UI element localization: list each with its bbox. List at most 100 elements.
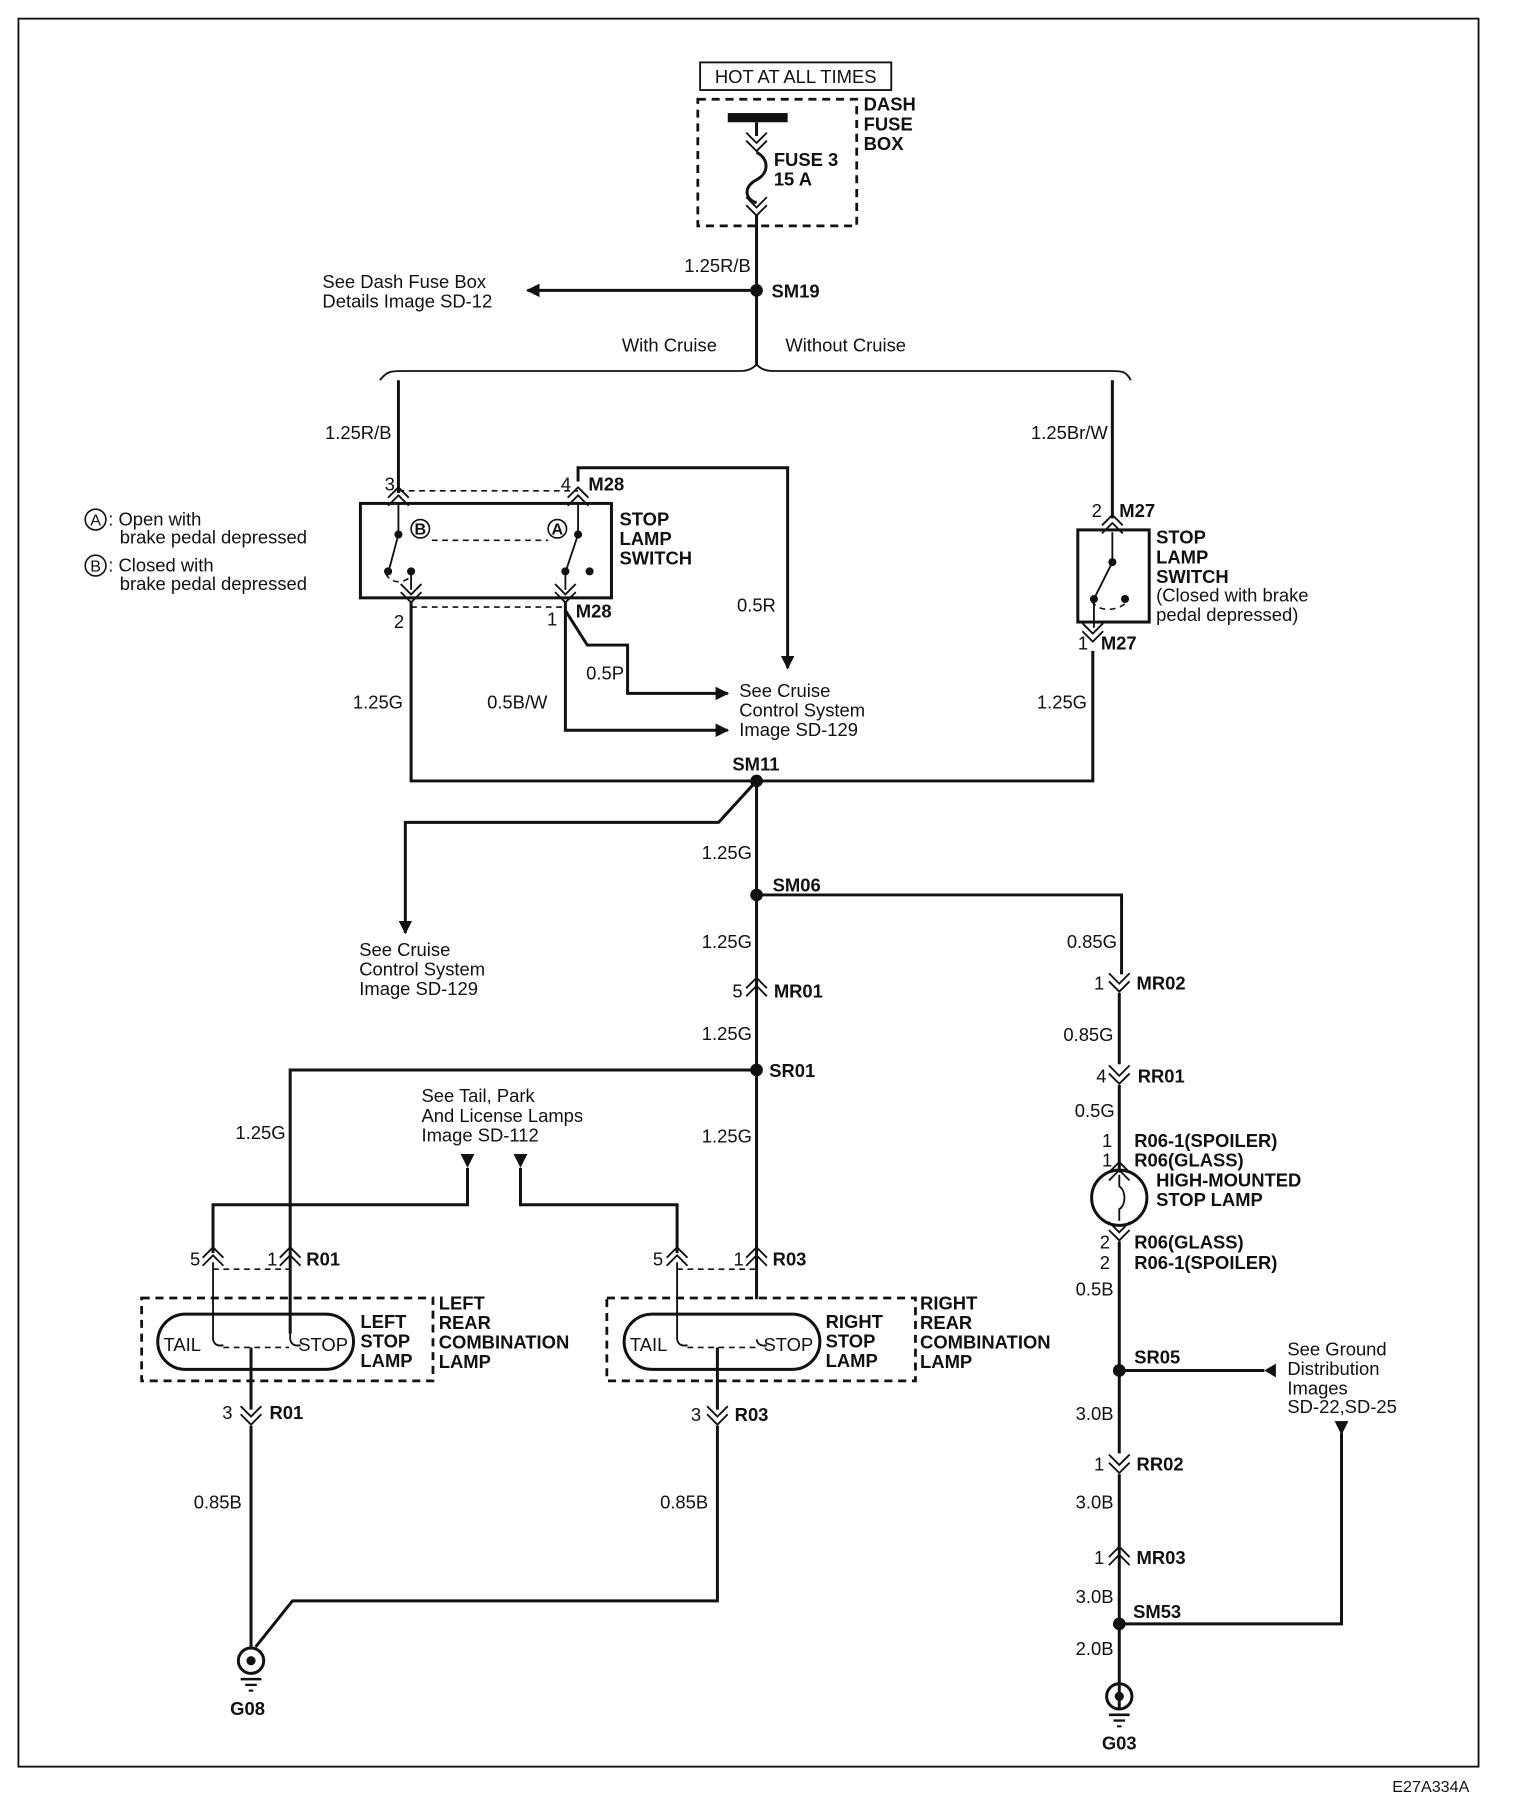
svg-text:Image SD-112: Image SD-112	[421, 1124, 538, 1145]
connector-m27: M27	[1101, 633, 1137, 654]
svg-text:LEFT: LEFT	[360, 1311, 407, 1332]
svg-text:2: 2	[1092, 500, 1102, 521]
svg-text:(Closed with brake: (Closed with brake	[1156, 584, 1308, 605]
wire-label: 0.5B	[1076, 1279, 1114, 1300]
option-brace	[379, 362, 1132, 381]
svg-text:STOP: STOP	[620, 508, 670, 529]
svg-text:LAMP: LAMP	[920, 1351, 972, 1372]
wire-label: 1.25R/B	[684, 255, 751, 276]
reference-dash-fuse-box-details: See Dash Fuse Box Details Image SD-12	[322, 271, 492, 312]
wire-label: 1.25G	[1037, 691, 1087, 712]
svg-text:3: 3	[385, 474, 395, 495]
wire-label: 3.0B	[1076, 1492, 1114, 1513]
wire-label: 0.85G	[1067, 931, 1117, 952]
right-stop-lamp	[622, 1312, 822, 1371]
wire-label: 0.5G	[1075, 1100, 1115, 1121]
svg-text:3: 3	[222, 1402, 232, 1423]
left-stop-lamp-label: LEFT STOP LAMP	[360, 1311, 412, 1371]
splice-label: SM06	[773, 874, 821, 895]
dash-fuse-box-label: DASH FUSE BOX	[864, 94, 916, 154]
fuse-3	[745, 150, 768, 205]
svg-text:2: 2	[394, 611, 404, 632]
svg-text:DASH: DASH	[864, 94, 916, 115]
switch-contact-b: B	[414, 521, 426, 539]
svg-text:5: 5	[190, 1249, 200, 1270]
diagram-frame	[17, 17, 1480, 1768]
branch-without-cruise: Without Cruise	[785, 334, 906, 355]
svg-text:1: 1	[267, 1249, 277, 1270]
svg-text:LAMP: LAMP	[360, 1350, 412, 1371]
reference-cruise-control-1: See Cruise Control System Image SD-129	[739, 680, 865, 740]
svg-text:2: 2	[1100, 1252, 1110, 1273]
svg-text:See Dash Fuse Box: See Dash Fuse Box	[322, 271, 486, 292]
svg-text:LAMP: LAMP	[1156, 546, 1208, 567]
splice-label: SM53	[1133, 1601, 1181, 1622]
wire-label: 3.0B	[1076, 1403, 1114, 1424]
svg-text:: Closed with: : Closed with	[108, 554, 213, 575]
svg-text:Images: Images	[1287, 1378, 1347, 1399]
right-rear-combination-lamp-label: RIGHT REAR COMBINATION LAMP	[920, 1292, 1051, 1372]
branch-with-cruise: With Cruise	[622, 334, 717, 355]
svg-text:1: 1	[1094, 1454, 1104, 1475]
connector-rr01: RR01	[1138, 1066, 1185, 1087]
wire-label: 3.0B	[1076, 1586, 1114, 1607]
svg-text:LAMP: LAMP	[439, 1351, 491, 1372]
fuse-3-label: FUSE 3 15 A	[774, 149, 838, 190]
connector-r01: R01	[306, 1249, 340, 1270]
connector-m28: M28	[576, 600, 612, 621]
right-stop-lamp-label: RIGHT STOP LAMP	[826, 1311, 884, 1371]
reference-cruise-control-2: See Cruise Control System Image SD-129	[359, 939, 485, 999]
ground-g08: G08	[230, 1698, 265, 1719]
svg-text:STOP: STOP	[1156, 527, 1206, 548]
svg-text:1: 1	[1102, 1130, 1112, 1151]
svg-text:4: 4	[561, 474, 571, 495]
splice-sm06	[750, 888, 763, 902]
svg-text:RIGHT: RIGHT	[826, 1311, 884, 1332]
wire-label: 1.25G	[702, 931, 752, 952]
svg-text:STOP LAMP: STOP LAMP	[1156, 1189, 1263, 1210]
svg-text:See Cruise: See Cruise	[739, 680, 830, 701]
svg-text:REAR: REAR	[439, 1312, 491, 1333]
connector-r06-glass: R06(GLASS)	[1134, 1231, 1243, 1252]
svg-text:See Tail, Park: See Tail, Park	[421, 1085, 535, 1106]
svg-text:See Cruise: See Cruise	[359, 939, 450, 960]
connector-m28: M28	[588, 474, 624, 495]
svg-text:Image SD-129: Image SD-129	[739, 719, 858, 740]
stop-lamp-switch-label: STOP LAMP SWITCH	[620, 508, 693, 568]
svg-text:Control System: Control System	[359, 959, 485, 980]
svg-text:1: 1	[1094, 1547, 1104, 1568]
connector-rr02: RR02	[1137, 1454, 1184, 1475]
svg-text:SWITCH: SWITCH	[620, 547, 693, 568]
dash-fuse-box	[696, 97, 859, 228]
wire-label: 0.5R	[737, 595, 776, 616]
high-mounted-stop-lamp	[1090, 1168, 1149, 1227]
splice-label: SR05	[1134, 1347, 1180, 1368]
connector-m27: M27	[1119, 500, 1155, 521]
connector-mr03: MR03	[1137, 1547, 1186, 1568]
svg-text:brake pedal depressed: brake pedal depressed	[120, 573, 307, 594]
wire-label: 1.25R/B	[325, 422, 392, 443]
svg-text:And License Lamps: And License Lamps	[421, 1105, 583, 1126]
svg-text:REAR: REAR	[920, 1312, 972, 1333]
figure-id: E27A334A	[1392, 1778, 1469, 1796]
svg-text:COMBINATION: COMBINATION	[439, 1332, 570, 1353]
svg-text:Control System: Control System	[739, 699, 865, 720]
left-rear-combination-lamp-label: LEFT REAR COMBINATION LAMP	[439, 1292, 570, 1372]
wire-label: 0.5P	[586, 663, 624, 684]
connector-mr01: MR01	[774, 980, 823, 1001]
wire-label: 1.25G	[702, 1023, 752, 1044]
svg-text:SWITCH: SWITCH	[1156, 566, 1229, 587]
splice-label: SM19	[772, 280, 820, 301]
svg-text:pedal depressed): pedal depressed)	[1156, 604, 1298, 625]
wire-label: 1.25G	[702, 842, 752, 863]
svg-text:2: 2	[1100, 1231, 1110, 1252]
wire-label: 0.5B/W	[487, 691, 548, 712]
svg-text:5: 5	[653, 1249, 663, 1270]
right-rear-combination-lamp	[605, 1296, 917, 1383]
svg-text:LEFT: LEFT	[439, 1292, 486, 1313]
svg-text:1: 1	[1094, 972, 1104, 993]
svg-text:LAMP: LAMP	[620, 528, 672, 549]
svg-text:RIGHT: RIGHT	[920, 1292, 978, 1313]
connector-r06-1-spoiler: R06-1(SPOILER)	[1134, 1130, 1277, 1151]
